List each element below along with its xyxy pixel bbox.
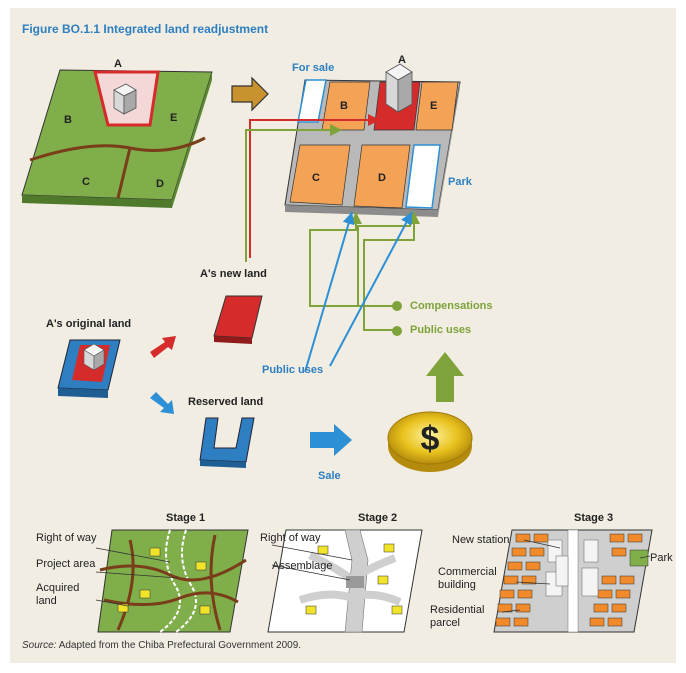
stage-1-title: Stage 1 [166, 512, 206, 524]
sale-label: Sale [318, 470, 341, 482]
public-uses-left-label: Public uses [262, 364, 324, 376]
stage3-residential-parcel-label: Residential parcel [430, 604, 485, 629]
land-after-board [284, 79, 461, 217]
new-land-label: A's new land [200, 268, 267, 280]
right-arrow-icon [150, 392, 174, 414]
for-sale-label: For sale [292, 62, 335, 74]
stage-3-map [493, 529, 653, 633]
source-note: Source: Adapted from the Chiba Prefectur… [22, 640, 301, 651]
parcel-a-after-label: A [398, 54, 406, 66]
coin-dollar-icon: $ [387, 411, 473, 472]
parcel-b-after-label: B [340, 100, 348, 112]
parcel-b-label: B [64, 114, 72, 126]
park-label: Park [448, 176, 472, 188]
svg-text:$: $ [421, 420, 440, 458]
original-land-label: A's original land [46, 318, 132, 330]
new-land-block [213, 295, 263, 344]
for-sale-parcel [297, 79, 327, 123]
source-prefix: Source: [22, 640, 57, 651]
stage-3-title: Stage 3 [574, 512, 614, 524]
figure-label: Figure BO.1.1 [22, 22, 101, 36]
parcel-d-after [353, 144, 411, 209]
parcel-e-label: E [170, 112, 178, 124]
up-arrow-icon [426, 352, 464, 402]
stage1-project-area-label: Project area [36, 558, 96, 570]
house-icon [385, 63, 413, 113]
right-arrow-icon [150, 336, 176, 358]
stage3-commercial-building-label: Commercial building [438, 566, 497, 591]
right-arrow-icon [231, 76, 269, 112]
source-text: Adapted from the Chiba Prefectural Gover… [58, 640, 302, 651]
original-land-block [57, 339, 121, 398]
parcel-d-after-label: D [378, 172, 386, 184]
flow-arrows [245, 114, 420, 373]
parcel-e-after-label: E [430, 100, 438, 112]
compensations-label: Compensations [410, 300, 493, 312]
park-parcel [405, 144, 441, 209]
stage1-acquired-land-label: Acquired land [36, 582, 80, 607]
stage2-assemblage-label: Assemblage [272, 560, 333, 572]
stage-2-map [267, 529, 423, 633]
figure-title-text: Integrated land readjustment [103, 22, 269, 36]
parcel-e-after [415, 81, 459, 131]
stage3-park-label: Park [650, 552, 673, 564]
stage3-new-station-label: New station [452, 534, 510, 546]
parcel-c-label: C [82, 176, 90, 188]
stage1-right-of-way-label: Right of way [36, 532, 97, 544]
stage2-right-of-way-label: Right of way [260, 532, 321, 544]
reserved-land-label: Reserved land [188, 396, 264, 408]
public-uses-right-label: Public uses [410, 324, 472, 336]
parcel-c-after [289, 144, 351, 206]
right-arrow-icon [310, 424, 352, 456]
stage-1-map [95, 529, 249, 633]
parcel-b-after [321, 81, 371, 131]
house-icon [113, 83, 137, 115]
stage-2-title: Stage 2 [358, 512, 398, 524]
parcel-a-label: A [114, 58, 122, 70]
figure-title: Figure BO.1.1 Integrated land readjustme… [22, 22, 268, 36]
parcel-c-after-label: C [312, 172, 320, 184]
parcel-d-label: D [156, 178, 164, 190]
reserved-land-block [199, 417, 255, 468]
